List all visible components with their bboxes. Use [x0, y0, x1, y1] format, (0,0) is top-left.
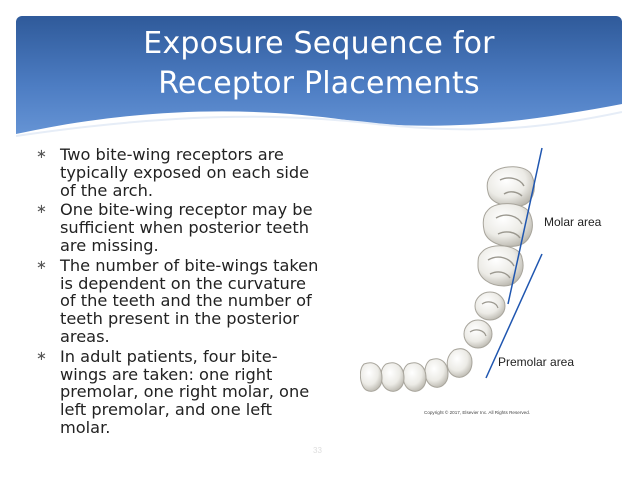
bullet-text: In adult patients, four bite-wings are t…	[60, 346, 310, 437]
bullet-text: Two bite-wing receptors are typically ex…	[60, 145, 310, 200]
bullet-marker: ∗	[36, 147, 47, 162]
dental-arch-figure: Molar area Premolar area Copyright © 201…	[360, 147, 602, 415]
premolar-tooth	[463, 319, 493, 349]
title-banner	[16, 16, 622, 144]
copyright-text: Copyright © 2017, Elsevier Inc. All Righ…	[424, 409, 530, 415]
bullet-marker: ∗	[36, 257, 47, 273]
premolar-tooth	[474, 291, 506, 321]
slide-title-line-2: Receptor Placements	[158, 66, 480, 101]
molar-tooth	[477, 245, 524, 287]
bullet-item: ∗ Two bite-wing receptors are typically e…	[36, 146, 320, 199]
bullet-text: The number of bite-wings taken is depend…	[60, 255, 319, 346]
banner-wave-decoration	[16, 104, 622, 144]
molar-tooth	[486, 166, 535, 207]
bullet-marker: ∗	[36, 348, 47, 364]
molar-area-label: Molar area	[544, 215, 602, 229]
incisor-tooth	[424, 358, 449, 388]
canine-tooth	[446, 348, 473, 378]
bullet-item: ∗ The number of bite-wings taken is depen…	[36, 255, 320, 346]
premolar-area-label: Premolar area	[498, 355, 574, 369]
incisor-tooth	[360, 362, 383, 392]
page-number: 33	[313, 446, 322, 455]
incisor-tooth	[402, 362, 427, 392]
bullet-marker: ∗	[36, 202, 47, 218]
bullet-list: ∗ Two bite-wing receptors are typically e…	[36, 146, 320, 439]
slide-title: Exposure Sequence for Receptor Placement…	[16, 24, 622, 104]
bullet-item: ∗ In adult patients, four bite-wings are …	[36, 346, 320, 437]
molar-receptor-line	[507, 147, 543, 305]
premolar-teeth	[463, 291, 506, 349]
molar-tooth	[482, 203, 533, 247]
incisor-tooth	[380, 362, 405, 392]
anterior-teeth	[360, 348, 473, 392]
bullet-item: ∗ One bite-wing receptor may be sufficien…	[36, 201, 320, 254]
molar-teeth	[477, 166, 535, 287]
premolar-receptor-line	[485, 253, 543, 379]
slide-title-line-1: Exposure Sequence for	[143, 26, 495, 61]
bullet-text: One bite-wing receptor may be sufficient…	[60, 200, 313, 255]
